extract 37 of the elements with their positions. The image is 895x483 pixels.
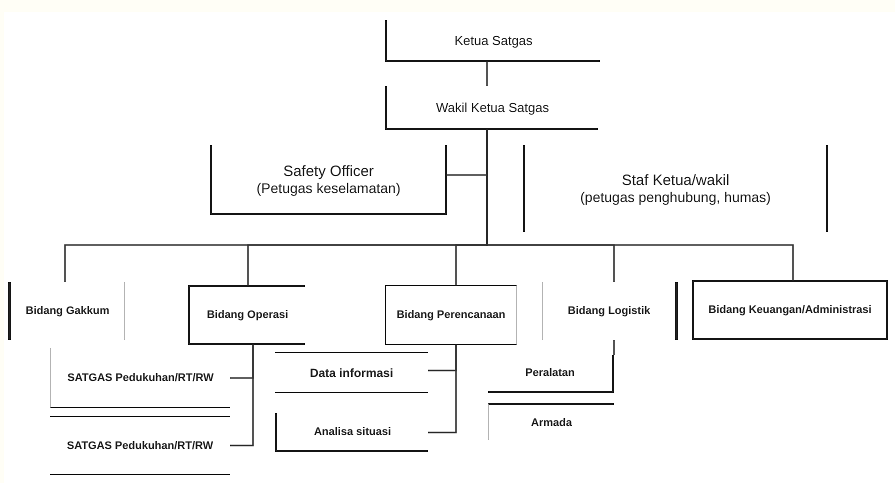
- box-title: SATGAS Pedukuhan/RT/RW: [66, 440, 214, 452]
- box-title: Analisa situasi: [314, 426, 392, 438]
- box-title: Bidang Operasi: [206, 309, 288, 321]
- box-title: Bidang Logistik: [568, 305, 650, 317]
- connector-line: [486, 62, 488, 86]
- org-box: [50, 348, 230, 408]
- org-box: [275, 352, 428, 393]
- connector-line: [613, 340, 615, 355]
- org-box: [542, 282, 678, 340]
- box-title: Wakil Ketua Satgas: [436, 100, 549, 114]
- box-title: Bidang Perencanaan: [396, 309, 506, 321]
- box-title: Safety Officer: [283, 162, 374, 180]
- org-box: [385, 86, 598, 130]
- box-subtitle: (petugas penghubung, humas): [580, 189, 771, 205]
- connector-line: [230, 345, 254, 446]
- connector-line: [486, 130, 794, 280]
- box-title: Data informasi: [310, 366, 394, 380]
- org-box: [488, 355, 614, 393]
- org-box: [488, 403, 614, 440]
- org-box: [8, 282, 125, 340]
- box-title: Peralatan: [525, 367, 575, 379]
- org-box: [210, 145, 447, 215]
- connector-line: [428, 345, 457, 434]
- box-subtitle: (Petugas keselamatan): [256, 180, 400, 196]
- org-box: [385, 285, 517, 345]
- org-box: [523, 145, 828, 232]
- org-box: [275, 413, 428, 452]
- org-box: [50, 416, 230, 475]
- box-title: Ketua Satgas: [454, 32, 533, 48]
- box-title: Bidang Gakkum: [26, 305, 110, 317]
- box-title: Bidang Keuangan/Administrasi: [708, 304, 872, 316]
- org-box: [385, 20, 600, 62]
- box-title: Armada: [531, 416, 572, 428]
- box-title: Staf Ketua/wakil: [622, 172, 730, 189]
- box-title: SATGAS Pedukuhan/RT/RW: [67, 372, 214, 384]
- org-box: [188, 285, 305, 345]
- org-box: [692, 280, 888, 340]
